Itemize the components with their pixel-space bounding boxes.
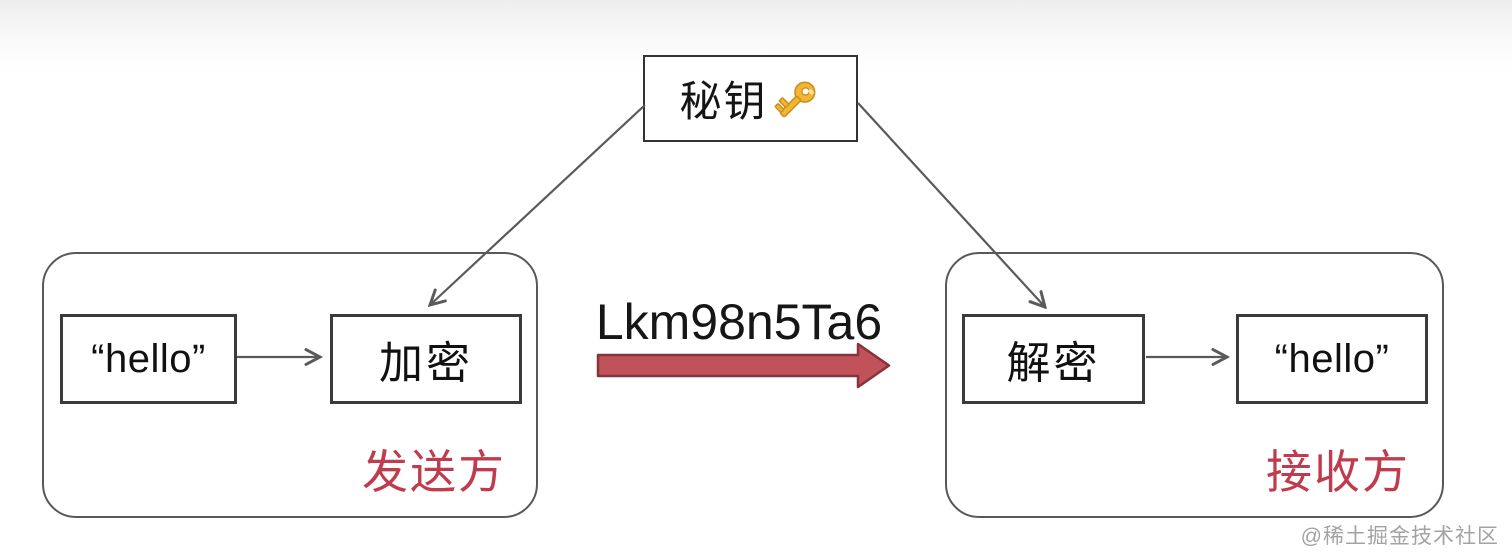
watermark: @稀土掘金技术社区 xyxy=(1300,525,1499,548)
decrypt-box: 解密 xyxy=(962,314,1145,404)
sender-container: “hello” 加密 发送方 xyxy=(42,252,538,518)
secret-key-label: 秘钥 xyxy=(679,78,768,125)
sender-plaintext-label: “hello” xyxy=(91,336,206,381)
ciphertext-label: Lkm98n5Ta6 xyxy=(595,294,883,350)
key-icon-tooth xyxy=(774,102,784,113)
sender-plaintext-box: “hello” xyxy=(60,314,237,404)
key-icon-tooth xyxy=(778,96,789,108)
key-icon-shine xyxy=(807,88,814,94)
encrypt-label: 加密 xyxy=(379,339,473,388)
sender-role-label: 发送方 xyxy=(362,446,506,498)
key-icon xyxy=(774,81,815,117)
key-icon-hole xyxy=(800,86,810,96)
secret-key-box: 秘钥 xyxy=(643,55,858,142)
decrypt-label: 解密 xyxy=(1006,339,1101,388)
encrypt-box: 加密 xyxy=(330,314,522,404)
receiver-plaintext-label: “hello” xyxy=(1274,336,1390,381)
receiver-container: 解密 “hello” 接收方 xyxy=(945,252,1444,518)
receiver-plaintext-box: “hello” xyxy=(1236,314,1428,404)
receiver-role-label: 接收方 xyxy=(1266,446,1410,498)
